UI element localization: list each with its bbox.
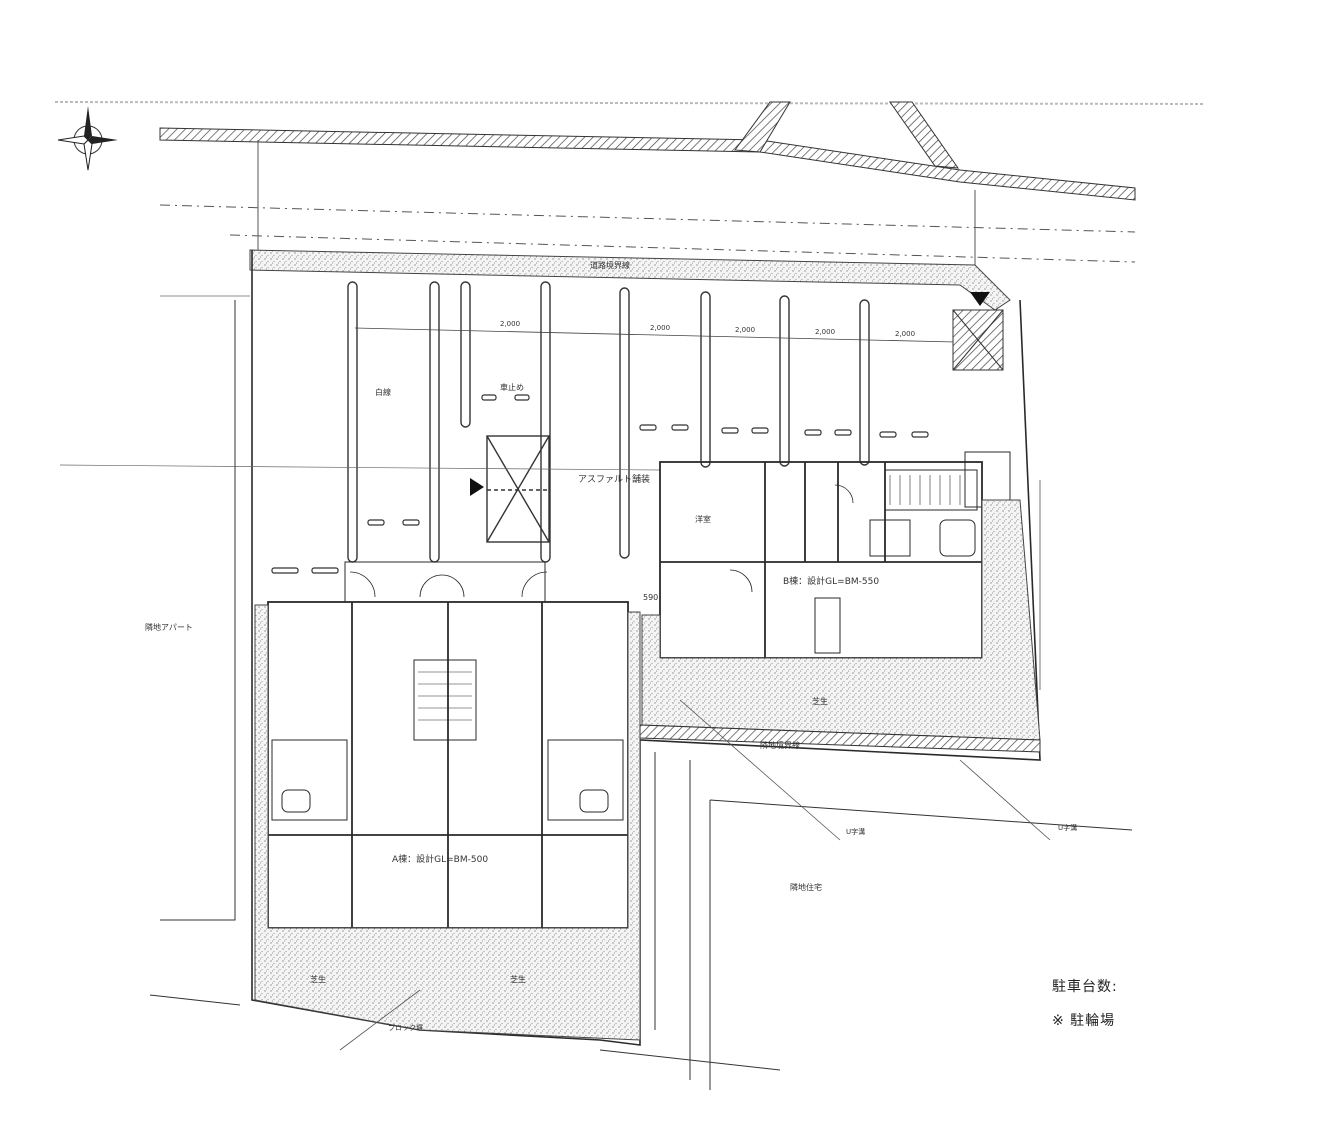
- gutter-note-1: U字溝: [846, 827, 865, 836]
- building-b: [659, 451, 1011, 659]
- grass-label-2: 芝生: [310, 974, 326, 984]
- neighbor-outlines: [149, 300, 1133, 1090]
- road-boundary-label: 道路境界線: [590, 260, 630, 270]
- leader-lines: [339, 480, 1051, 1051]
- building-a-level: A棟：設計GL=BM-500: [392, 853, 488, 865]
- parking-stalls: [347, 281, 870, 563]
- dim-label-2: 2,000: [735, 326, 755, 334]
- dim-label-5: 2,000: [500, 320, 520, 328]
- building-b-room: 洋室: [695, 514, 711, 524]
- road-wall: [159, 101, 1136, 201]
- grass-areas: [254, 499, 1041, 1041]
- asphalt-label: アスファルト舗装: [578, 473, 650, 485]
- gutter-note-2: U字溝: [1058, 823, 1077, 832]
- boundary-label: 隣地境界線: [760, 740, 800, 750]
- dim-label-3: 2,000: [815, 328, 835, 336]
- white-line-label: 白線: [375, 387, 391, 397]
- wheel-stop-label: 車止め: [500, 382, 524, 392]
- utility-box: [952, 309, 1004, 371]
- building-a: [267, 561, 629, 929]
- wheel-stops: [271, 394, 929, 574]
- dim-590: 590: [643, 593, 658, 602]
- bicycle-parking-box: [486, 435, 550, 543]
- view-arrow-icon: [470, 478, 484, 496]
- guide-lines: [59, 295, 661, 471]
- road-boundary-band: [249, 249, 1011, 311]
- dim-label-1: 2,000: [650, 324, 670, 332]
- neighbor-apartment-label: 隣地アパート: [145, 622, 193, 632]
- grass-label-1: 芝生: [812, 696, 828, 706]
- building-b-level: B棟：設計GL=BM-550: [783, 575, 879, 587]
- entrance-arrow-icon: [970, 292, 990, 306]
- stall-dimension: [354, 327, 956, 343]
- grass-label-3: 芝生: [510, 974, 526, 984]
- parking-count-legend: 駐車台数:: [1052, 979, 1118, 995]
- north-arrow-icon: [57, 106, 118, 171]
- block-note: ブロック塀: [388, 1023, 423, 1032]
- east-boundary-wall: [639, 724, 1041, 753]
- bicycle-legend: ※ 駐輪場: [1052, 1013, 1116, 1029]
- neighbor-house-label: 隣地住宅: [790, 882, 822, 892]
- dim-label-4: 2,000: [895, 330, 915, 338]
- scan-edge: [54, 101, 1206, 105]
